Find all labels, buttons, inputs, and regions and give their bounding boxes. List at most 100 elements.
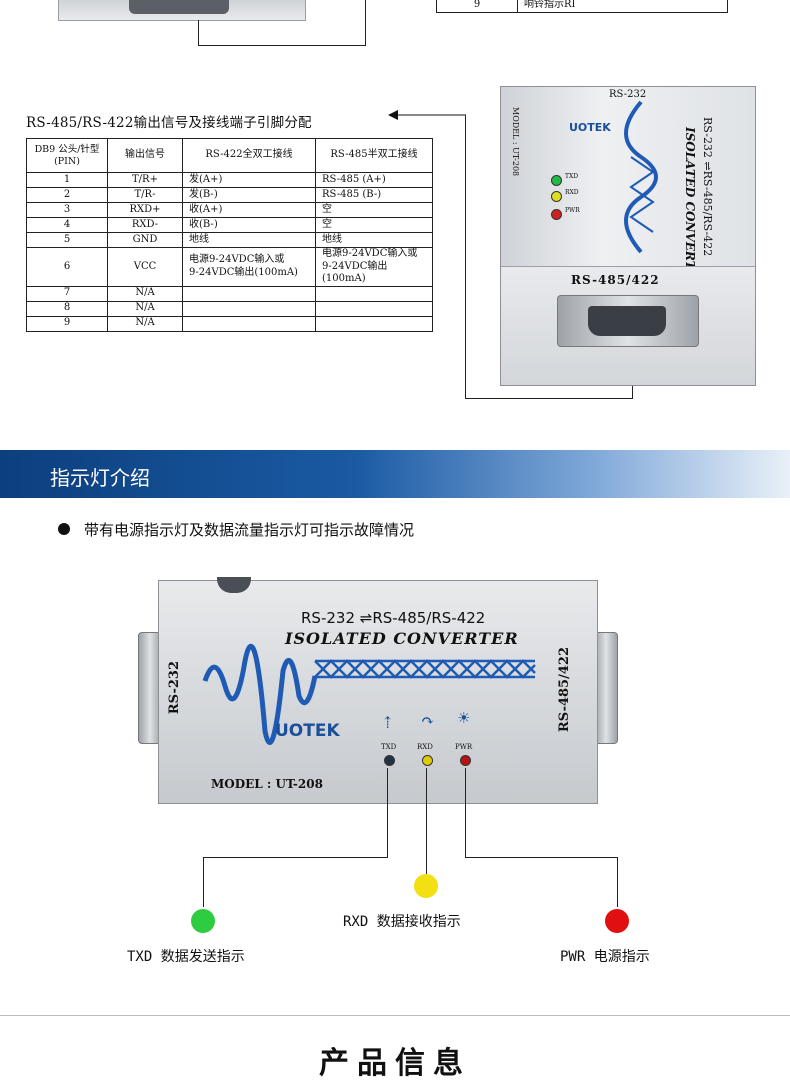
table-cell: 1	[26, 172, 108, 188]
section-banner	[0, 450, 790, 498]
callout-line	[617, 857, 618, 907]
pin-assignment-table: DB9 公头/针型 (PIN) 输出信号 RS-422全双工接线 RS-485半…	[26, 138, 433, 332]
led-label: TXD	[565, 173, 579, 180]
device-port-label: RS-232	[609, 89, 647, 100]
table-cell: 收(A+)	[182, 202, 316, 218]
bullet-text: 带有电源指示灯及数据流量指示灯可指示故障情况	[84, 521, 415, 539]
table-header: DB9 公头/针型 (PIN)	[26, 138, 108, 173]
rxd-arrow-icon: ↷	[421, 711, 435, 730]
device-title-line1: RS-232 ⇌RS-485/RS-422	[701, 117, 714, 257]
table-cell: 地线	[182, 232, 316, 248]
device-brand: UOTEK	[275, 721, 340, 741]
led-label: PWR	[565, 207, 580, 214]
led-rxd-icon	[551, 191, 562, 202]
lightbulb-icon: ☀	[457, 709, 471, 727]
table-cell: VCC	[107, 247, 183, 287]
rxd-led-indicator	[414, 874, 438, 898]
converter-photo-angled: RS-232 MODEL : UT-208 UOTEK RS-232 ⇌RS-4…	[500, 86, 756, 386]
table-header: RS-485半双工接线	[315, 138, 433, 173]
device-title-line2: ISOLATED CONVERTER	[285, 629, 519, 648]
callout-line	[465, 398, 633, 399]
table-cell: 空	[315, 202, 433, 218]
callout-line	[465, 768, 466, 858]
table-cell: 发(B-)	[182, 187, 316, 203]
table-cell: N/A	[107, 285, 183, 302]
pin-table-title: RS-485/RS-422输出信号及接线端子引脚分配	[26, 115, 312, 131]
table-cell: 地线	[315, 232, 433, 248]
callout-line	[465, 115, 466, 399]
callout-line	[198, 45, 366, 46]
right-db9-connector	[594, 632, 618, 744]
callout-line	[203, 857, 204, 907]
table-cell: 3	[26, 202, 108, 218]
table-cell	[182, 315, 316, 332]
table-cell: RS-485 (B-)	[315, 187, 433, 203]
section-title: 指示灯介绍	[50, 466, 150, 490]
device-brand: UOTEK	[569, 121, 611, 134]
table-cell: GND	[107, 232, 183, 248]
table-cell	[315, 315, 433, 332]
table-cell: 发(A+)	[182, 172, 316, 188]
divider	[0, 1015, 790, 1016]
table-cell: 电源9-24VDC输入或 9-24VDC输出(100mA)	[315, 247, 433, 287]
table-cell: 6	[26, 247, 108, 287]
device-front-face: RS-485/422	[501, 266, 755, 385]
txd-arrow-icon: ⇡	[381, 713, 395, 732]
table-cell: 4	[26, 217, 108, 233]
table-cell: T/R+	[107, 172, 183, 188]
table-cell	[182, 285, 316, 302]
txd-led-indicator	[191, 909, 215, 933]
device-port-label-right: RS-485/422	[557, 647, 572, 733]
led-label: TXD	[381, 743, 397, 751]
device-title-line2: ISOLATED CONVERTER	[683, 127, 697, 289]
callout-line	[365, 0, 366, 46]
table-cell: RXD+	[107, 202, 183, 218]
led-txd-icon	[384, 755, 395, 766]
rxd-callout-label: RXD 数据接收指示	[343, 914, 461, 930]
db9-connector-icon	[557, 295, 699, 347]
callout-line	[387, 768, 388, 858]
table-cell: 电源9-24VDC输入或 9-24VDC输出(100mA)	[182, 247, 316, 287]
rs232-pin-table-fragment: 9 响铃指示RI	[436, 0, 728, 13]
device-port-label: RS-485/422	[571, 273, 660, 287]
led-rxd-icon	[422, 755, 433, 766]
table-cell	[182, 300, 316, 317]
converter-photo-main: RS-232 ⇌RS-485/RS-422 ISOLATED CONVERTER…	[158, 577, 598, 804]
callout-line	[426, 768, 427, 874]
arrow-left-icon	[388, 110, 466, 120]
txd-callout-label: TXD 数据发送指示	[127, 949, 245, 965]
callout-line	[203, 857, 388, 858]
table-cell: 8	[26, 300, 108, 317]
table-cell: N/A	[107, 300, 183, 317]
pwr-led-indicator	[605, 909, 629, 933]
table-cell: RXD-	[107, 217, 183, 233]
table-cell: 5	[26, 232, 108, 248]
table-cell: 空	[315, 217, 433, 233]
device-title-line1: RS-232 ⇌RS-485/RS-422	[301, 609, 486, 627]
callout-line	[465, 857, 618, 858]
db9-port	[129, 0, 229, 14]
pwr-callout-label: PWR 电源指示	[560, 949, 650, 965]
bullet-icon	[58, 523, 70, 535]
mount-hole	[217, 577, 251, 593]
table-header: RS-422全双工接线	[182, 138, 316, 173]
device-photo-top-fragment	[58, 0, 306, 21]
table-cell: RS-485 (A+)	[315, 172, 433, 188]
product-info-heading: 产品信息	[319, 1046, 471, 1081]
device-port-label-left: RS-232	[167, 661, 182, 715]
table-cell: 2	[26, 187, 108, 203]
led-label: RXD	[417, 743, 433, 751]
table-cell: 收(B-)	[182, 217, 316, 233]
table-cell: T/R-	[107, 187, 183, 203]
table-header: 输出信号	[107, 138, 183, 173]
led-label: PWR	[455, 743, 473, 751]
callout-line	[198, 20, 199, 46]
